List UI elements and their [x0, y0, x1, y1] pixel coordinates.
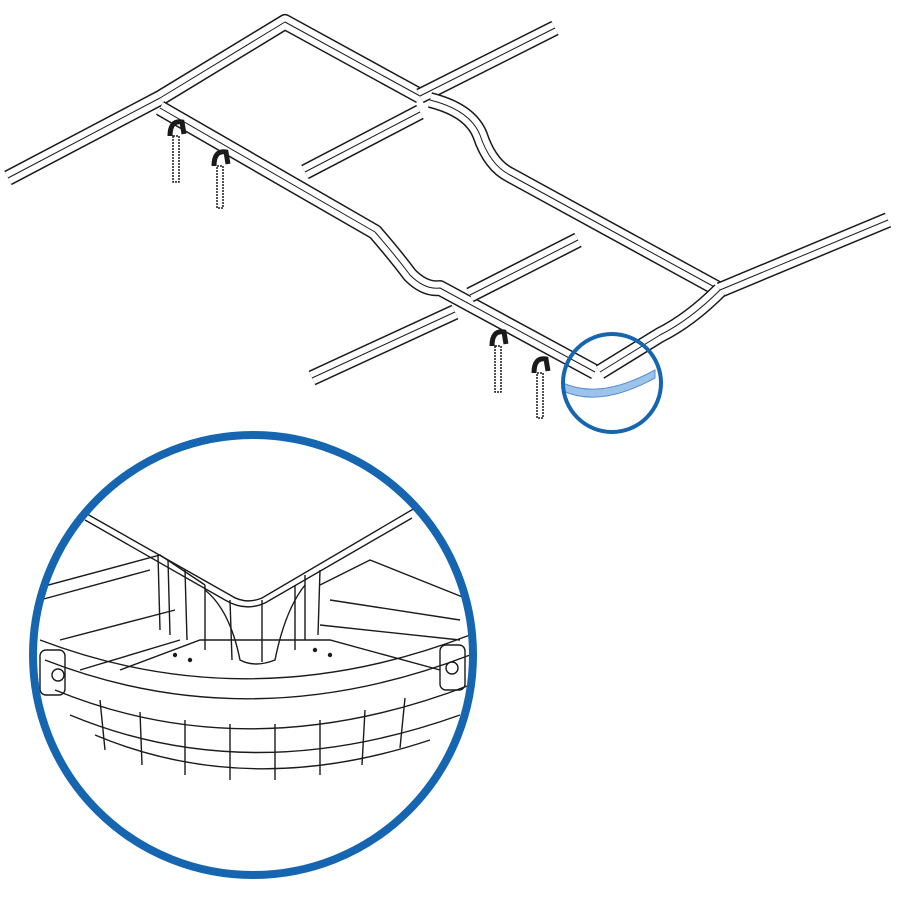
tray-segment: [419, 27, 556, 97]
highlighted-corner-fill: [562, 369, 656, 398]
tray-segment: [304, 111, 421, 173]
detail-magnifier-circle: [29, 431, 477, 879]
tray-segment: [469, 239, 579, 296]
tray-segment: [596, 285, 725, 378]
hanger-hook: [489, 329, 509, 347]
tray-segment: [311, 311, 456, 379]
tray-segment: [719, 219, 889, 291]
tray-segment: [429, 99, 721, 291]
tray-segment: [599, 289, 721, 373]
highlight-circle-small: [561, 332, 663, 434]
threaded-rod: [172, 135, 180, 183]
hanger-rods: [167, 119, 551, 419]
threaded-rod: [216, 165, 224, 209]
tray-segment: [7, 97, 161, 179]
hanger-hook: [167, 119, 187, 137]
threaded-rod: [536, 372, 544, 419]
threaded-rod: [494, 345, 502, 393]
tray-segment: [155, 14, 424, 105]
detail-view: [29, 431, 477, 879]
hanger-hook: [211, 149, 231, 167]
hanger-hook: [531, 356, 551, 374]
tray-network: [4, 14, 892, 386]
tray-segment: [156, 102, 599, 378]
tray-segment: [159, 21, 421, 99]
tray-segment: [159, 107, 596, 373]
tray-segment: [428, 93, 724, 296]
